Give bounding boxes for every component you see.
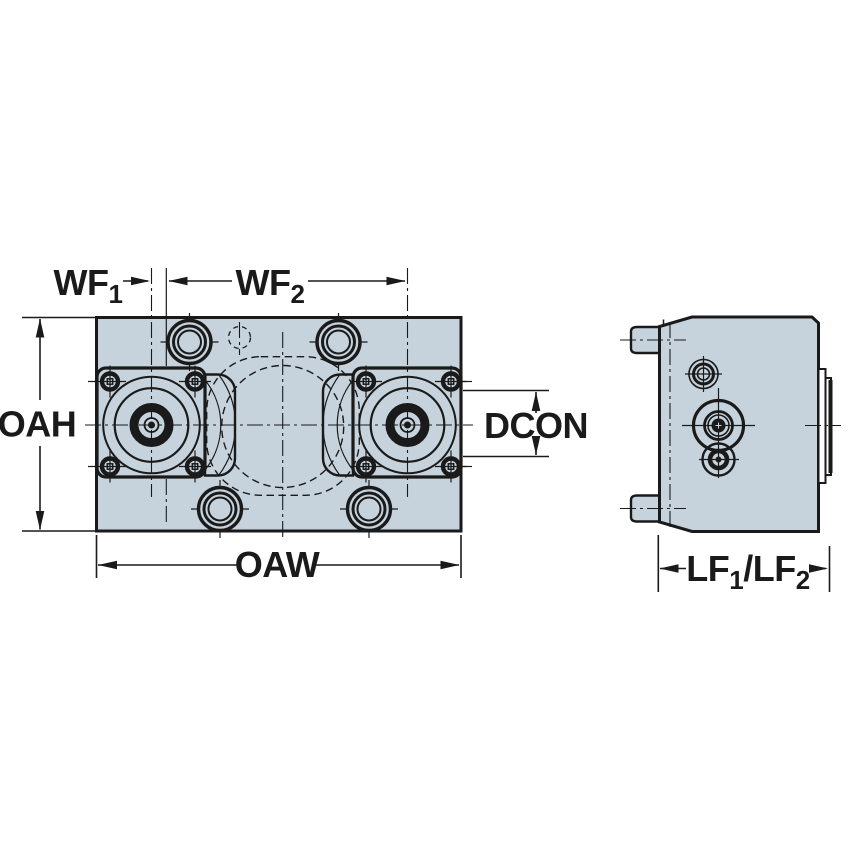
lf-label: LF1/LF2	[686, 548, 809, 595]
oah-label: OAH	[0, 404, 76, 445]
oaw-label: OAW	[235, 544, 320, 585]
wf2-label: WF2	[236, 262, 305, 309]
front-view	[85, 268, 473, 540]
wf1-label: WF1	[54, 262, 123, 309]
side-screw-bottom	[699, 442, 739, 477]
dimension-lf: LF1/LF2	[657, 535, 831, 595]
dimension-oaw: OAW	[95, 535, 462, 585]
side-lug-top	[629, 325, 662, 355]
dimension-wf2: WF2	[168, 262, 406, 309]
dimension-dcon: DCON	[463, 389, 589, 458]
side-body	[658, 315, 820, 533]
dimension-wf1: WF1	[54, 262, 150, 309]
side-lug-bottom	[629, 494, 662, 523]
side-centerlines	[620, 322, 841, 528]
side-screw-top	[685, 356, 722, 392]
dimension-oah: OAH	[0, 316, 97, 532]
dcon-label: DCON	[484, 405, 588, 446]
side-view	[620, 315, 841, 533]
